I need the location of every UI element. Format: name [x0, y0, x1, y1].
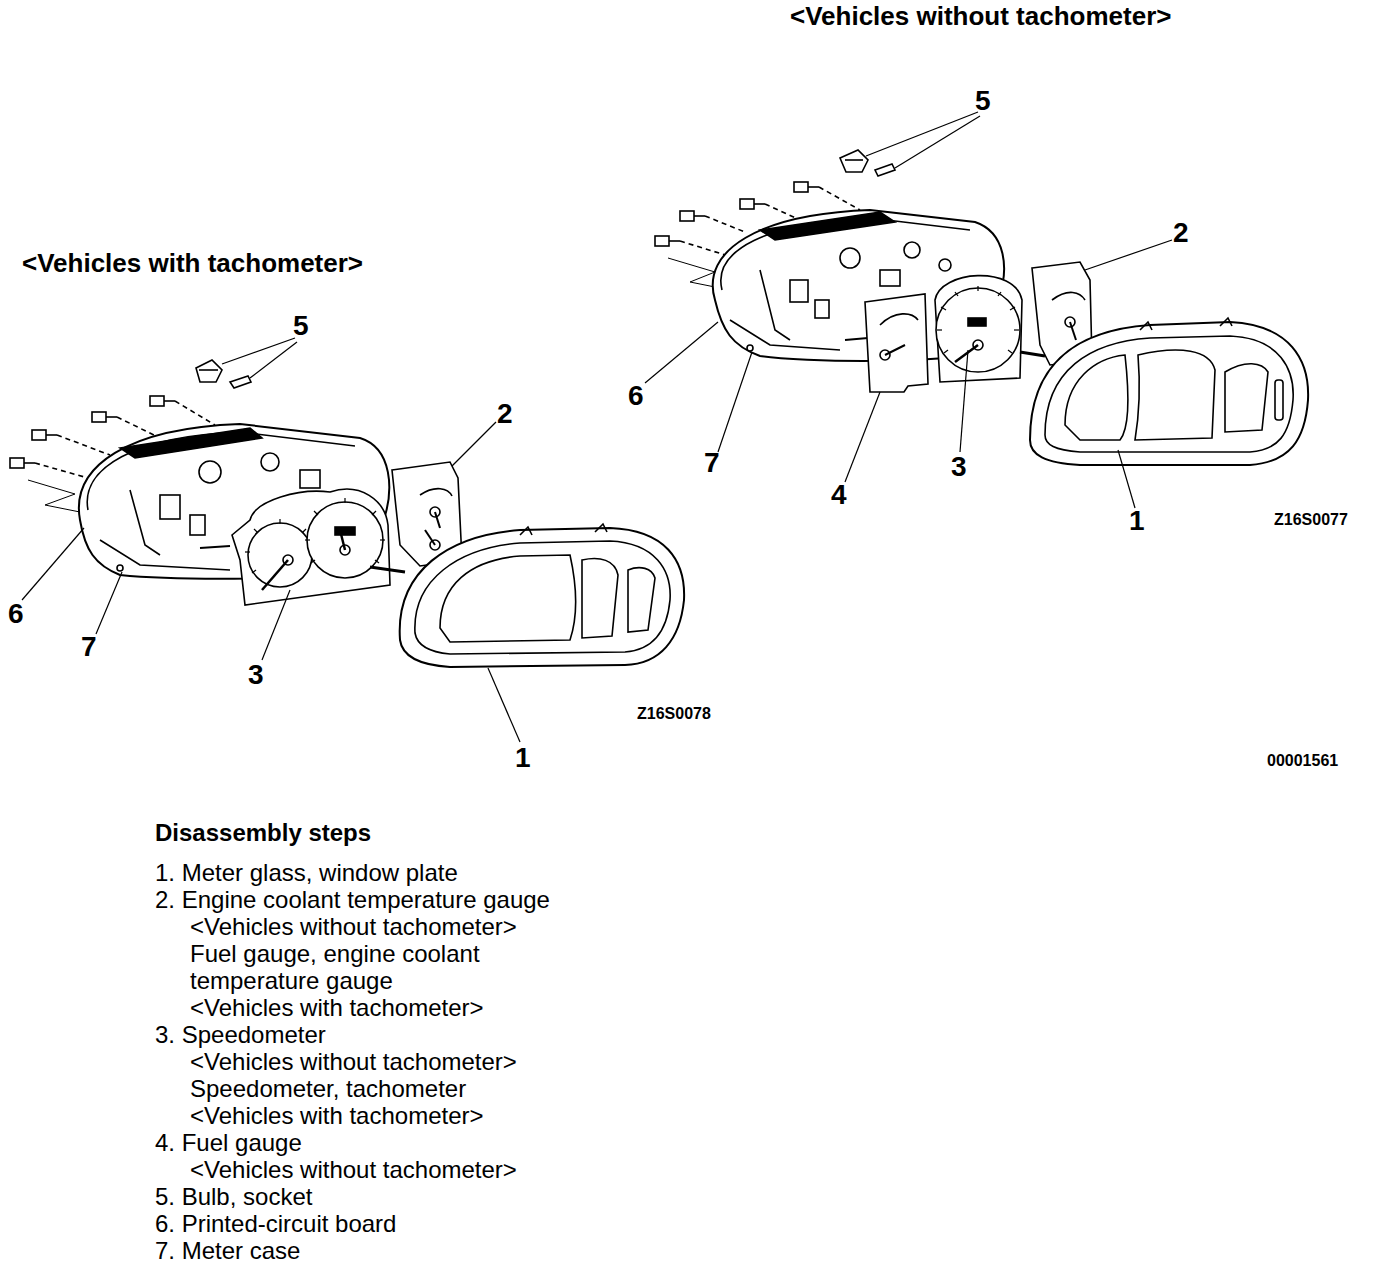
- speedometer-tachometer-plate-left: [232, 489, 405, 605]
- step-text: 5. Bulb, socket: [155, 1183, 312, 1210]
- callout-number: 3: [248, 659, 264, 691]
- figure-code: Z16S0078: [637, 705, 711, 723]
- callout-number: 3: [951, 451, 967, 483]
- step-text: <Vehicles without tachometer>: [190, 913, 517, 940]
- meter-case-left: [79, 424, 389, 579]
- step-text: 1. Meter glass, window plate: [155, 859, 458, 886]
- bulb-socket-right: [840, 150, 895, 176]
- callout-number: 6: [8, 598, 24, 630]
- callout-number: 1: [515, 742, 531, 774]
- step-text: <Vehicles without tachometer>: [190, 1048, 517, 1075]
- step-text: <Vehicles without tachometer>: [190, 1156, 517, 1183]
- callout-number: 5: [975, 85, 991, 117]
- step-text: 6. Printed-circuit board: [155, 1210, 396, 1237]
- callout-number: 4: [831, 479, 847, 511]
- callout-number: 6: [628, 380, 644, 412]
- figure-code: 00001561: [1267, 752, 1338, 770]
- list-heading: Disassembly steps: [155, 819, 371, 846]
- callout-number: 2: [1173, 217, 1189, 249]
- leader-lines-right: [645, 112, 1172, 508]
- callout-number: 5: [293, 310, 309, 342]
- callout-number: 7: [81, 631, 97, 663]
- group-heading: <Vehicles with tachometer>: [22, 249, 363, 279]
- figure-code: Z16S0077: [1274, 511, 1348, 529]
- step-text: 7. Meter case: [155, 1237, 300, 1264]
- step-text: 4. Fuel gauge: [155, 1129, 302, 1156]
- step-text: 2. Engine coolant temperature gauge: [155, 886, 550, 913]
- step-text: <Vehicles with tachometer>: [190, 1102, 484, 1129]
- meter-glass-left: [400, 524, 684, 667]
- leader-lines-left: [22, 338, 520, 742]
- step-text: Fuel gauge, engine coolant temperature g…: [190, 940, 550, 994]
- bulb-socket-left: [196, 360, 251, 388]
- speedometer-right: [935, 276, 1045, 382]
- step-text: 3. Speedometer: [155, 1021, 326, 1048]
- fuel-gauge-plate-right: [865, 294, 928, 392]
- step-text: Speedometer, tachometer: [190, 1075, 466, 1102]
- group-heading: <Vehicles without tachometer>: [790, 2, 1171, 32]
- callout-number: 1: [1129, 505, 1145, 537]
- step-text: <Vehicles with tachometer>: [190, 994, 484, 1021]
- callout-number: 7: [704, 447, 720, 479]
- callout-number: 2: [497, 398, 513, 430]
- meter-glass-right: [1030, 318, 1308, 465]
